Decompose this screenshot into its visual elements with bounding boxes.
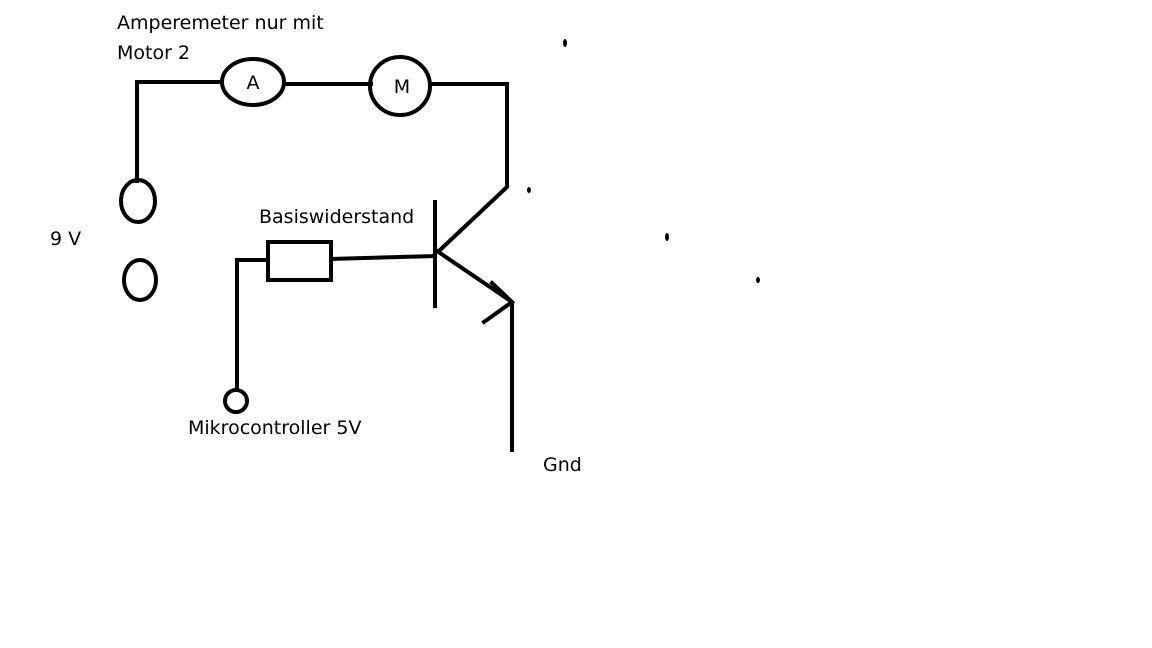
ammeter-note-line1: Amperemeter nur mit bbox=[117, 12, 324, 34]
stray-dot bbox=[563, 39, 567, 47]
stray-dot bbox=[665, 233, 669, 241]
battery-negative-terminal bbox=[122, 258, 158, 302]
transistor-emitter bbox=[434, 248, 514, 452]
base-resistor-label: Basiswiderstand bbox=[259, 206, 415, 228]
microcontroller-terminal bbox=[223, 388, 249, 414]
wire-motor-to-collector bbox=[428, 82, 509, 253]
stray-dot bbox=[527, 187, 531, 193]
ground-label: Gnd bbox=[543, 454, 582, 476]
stray-dot bbox=[756, 277, 760, 283]
wire-microcontroller-to-resistor bbox=[235, 258, 270, 392]
motor-symbol-letter: M bbox=[394, 76, 410, 98]
wire-resistor-to-base bbox=[328, 253, 438, 262]
wire-battery-to-ammeter bbox=[135, 80, 224, 183]
ammeter-note-line2: Motor 2 bbox=[117, 42, 191, 64]
microcontroller-label: Mikrocontroller 5V bbox=[188, 417, 362, 439]
base-resistor-symbol bbox=[266, 240, 333, 282]
supply-voltage-label: 9 V bbox=[50, 228, 82, 250]
emitter-arrow-head bbox=[481, 280, 516, 325]
ammeter-symbol-letter: A bbox=[247, 72, 260, 94]
battery-positive-terminal bbox=[119, 178, 157, 224]
